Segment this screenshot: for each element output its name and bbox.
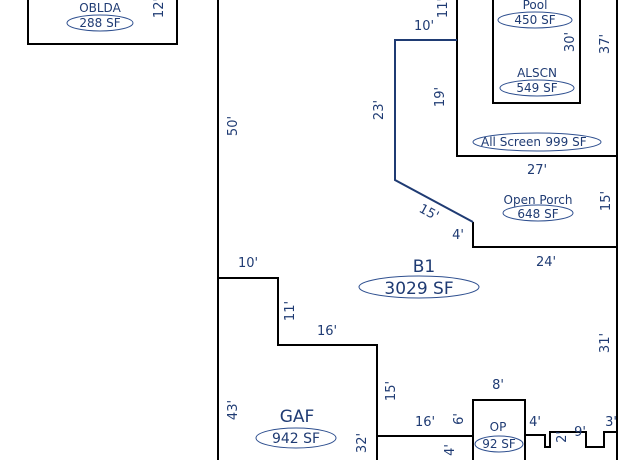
dim-porch-height: 15' bbox=[599, 191, 614, 211]
open-porch-sf-oval bbox=[502, 204, 574, 222]
gaf-sf-oval bbox=[255, 427, 337, 449]
pool-sf-oval bbox=[497, 11, 573, 29]
oblda-side-dim: 12' bbox=[152, 0, 167, 18]
dim-op-right: 4' bbox=[529, 415, 541, 430]
dim-step-9: 9' bbox=[574, 425, 586, 440]
op-sf-oval bbox=[474, 435, 524, 453]
open-porch-label: Open Porch bbox=[504, 193, 573, 207]
alscn-sf: 549 SF bbox=[516, 81, 557, 95]
dim-op-bottom: 4' bbox=[443, 444, 458, 456]
dim-op-left: 6' bbox=[452, 413, 467, 425]
all-screen-sf: 999 SF bbox=[545, 135, 586, 149]
open-porch-outline bbox=[472, 222, 617, 248]
oblda-sf-oval bbox=[66, 14, 134, 32]
pool-inner-outline bbox=[492, 0, 581, 104]
open-porch-sf: 648 SF bbox=[517, 207, 558, 221]
dim-pool-inner: 30' bbox=[563, 32, 578, 52]
b1-sf: 3029 SF bbox=[384, 279, 453, 299]
b1-sf-oval bbox=[358, 275, 480, 299]
house-outline bbox=[217, 0, 378, 460]
pool-sf: 450 SF bbox=[514, 13, 555, 27]
dim-right-upper: 37' bbox=[598, 34, 613, 54]
all-screen-oval bbox=[472, 132, 602, 152]
dim-step-3: 3' bbox=[605, 415, 617, 430]
oblda-sf: 288 SF bbox=[79, 16, 120, 30]
dim-gaf-notch-h: 16' bbox=[317, 324, 337, 339]
dim-b1-right-step: 24' bbox=[536, 255, 556, 270]
dim-porch-width: 27' bbox=[527, 163, 547, 178]
dim-house-notch: 23' bbox=[372, 100, 387, 120]
gaf-sf: 942 SF bbox=[272, 431, 320, 447]
gaf-bottom-line bbox=[377, 399, 617, 448]
oblda-label: OBLDA bbox=[79, 1, 121, 15]
dim-pool-left-top: 10' bbox=[414, 19, 434, 34]
house-notch-line bbox=[394, 39, 474, 223]
dim-pool-top: 11' bbox=[436, 0, 451, 18]
pool-enclosure-outline bbox=[456, 0, 617, 157]
dim-diagonal: 15' bbox=[416, 202, 441, 225]
dim-step-2: 2' bbox=[555, 431, 570, 443]
dim-gaf-bottom-v: 32' bbox=[355, 433, 370, 453]
dim-screen-left: 19' bbox=[433, 87, 448, 107]
oblda-outline bbox=[27, 0, 178, 45]
dim-gaf-left: 43' bbox=[226, 400, 241, 420]
dim-gaf-bottom-h: 16' bbox=[415, 415, 435, 430]
dim-gaf-notch-v: 11' bbox=[283, 301, 298, 321]
pool-label: Pool bbox=[523, 0, 548, 12]
dim-b1-left-step: 10' bbox=[238, 256, 258, 271]
b1-label: B1 bbox=[413, 257, 435, 277]
dim-left-wall: 50' bbox=[226, 116, 241, 136]
op-label: OP bbox=[490, 420, 507, 434]
dim-gaf-right-v: 15' bbox=[384, 381, 399, 401]
all-screen-label: All Screen bbox=[481, 135, 541, 149]
dim-right-lower: 31' bbox=[598, 333, 613, 353]
dim-op-top: 8' bbox=[492, 378, 504, 393]
op-outline bbox=[472, 435, 526, 460]
op-sf: 92 SF bbox=[482, 437, 516, 451]
alscn-label: ALSCN bbox=[517, 66, 557, 80]
alscn-sf-oval bbox=[499, 79, 575, 97]
gaf-label: GAF bbox=[280, 407, 315, 427]
dim-porch-step: 4' bbox=[452, 228, 464, 243]
